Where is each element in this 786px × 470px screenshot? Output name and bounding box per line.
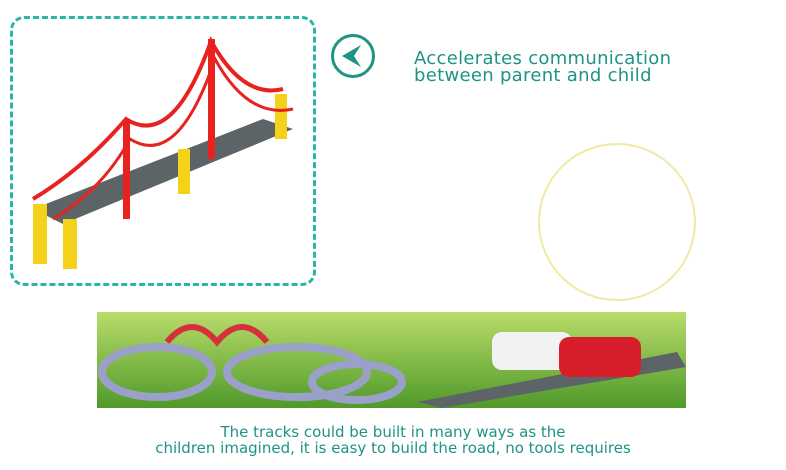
caption: The tracks could be built in many ways a…: [0, 424, 786, 456]
product-image-frame: [10, 16, 316, 286]
headline-line-2: between parent and child: [414, 65, 652, 86]
headline-line-1: Accelerates communication: [414, 48, 672, 69]
caption-line-2: children imagined, it is easy to build t…: [155, 439, 631, 457]
bridge-image: [31, 36, 294, 269]
chevron-left-icon: [342, 45, 361, 67]
back-arrow-button[interactable]: [331, 34, 375, 78]
track-set-banner: [97, 312, 686, 408]
headline: Accelerates communication between parent…: [414, 48, 672, 86]
decorative-circle: [538, 143, 696, 301]
caption-line-1: The tracks could be built in many ways a…: [220, 423, 566, 441]
